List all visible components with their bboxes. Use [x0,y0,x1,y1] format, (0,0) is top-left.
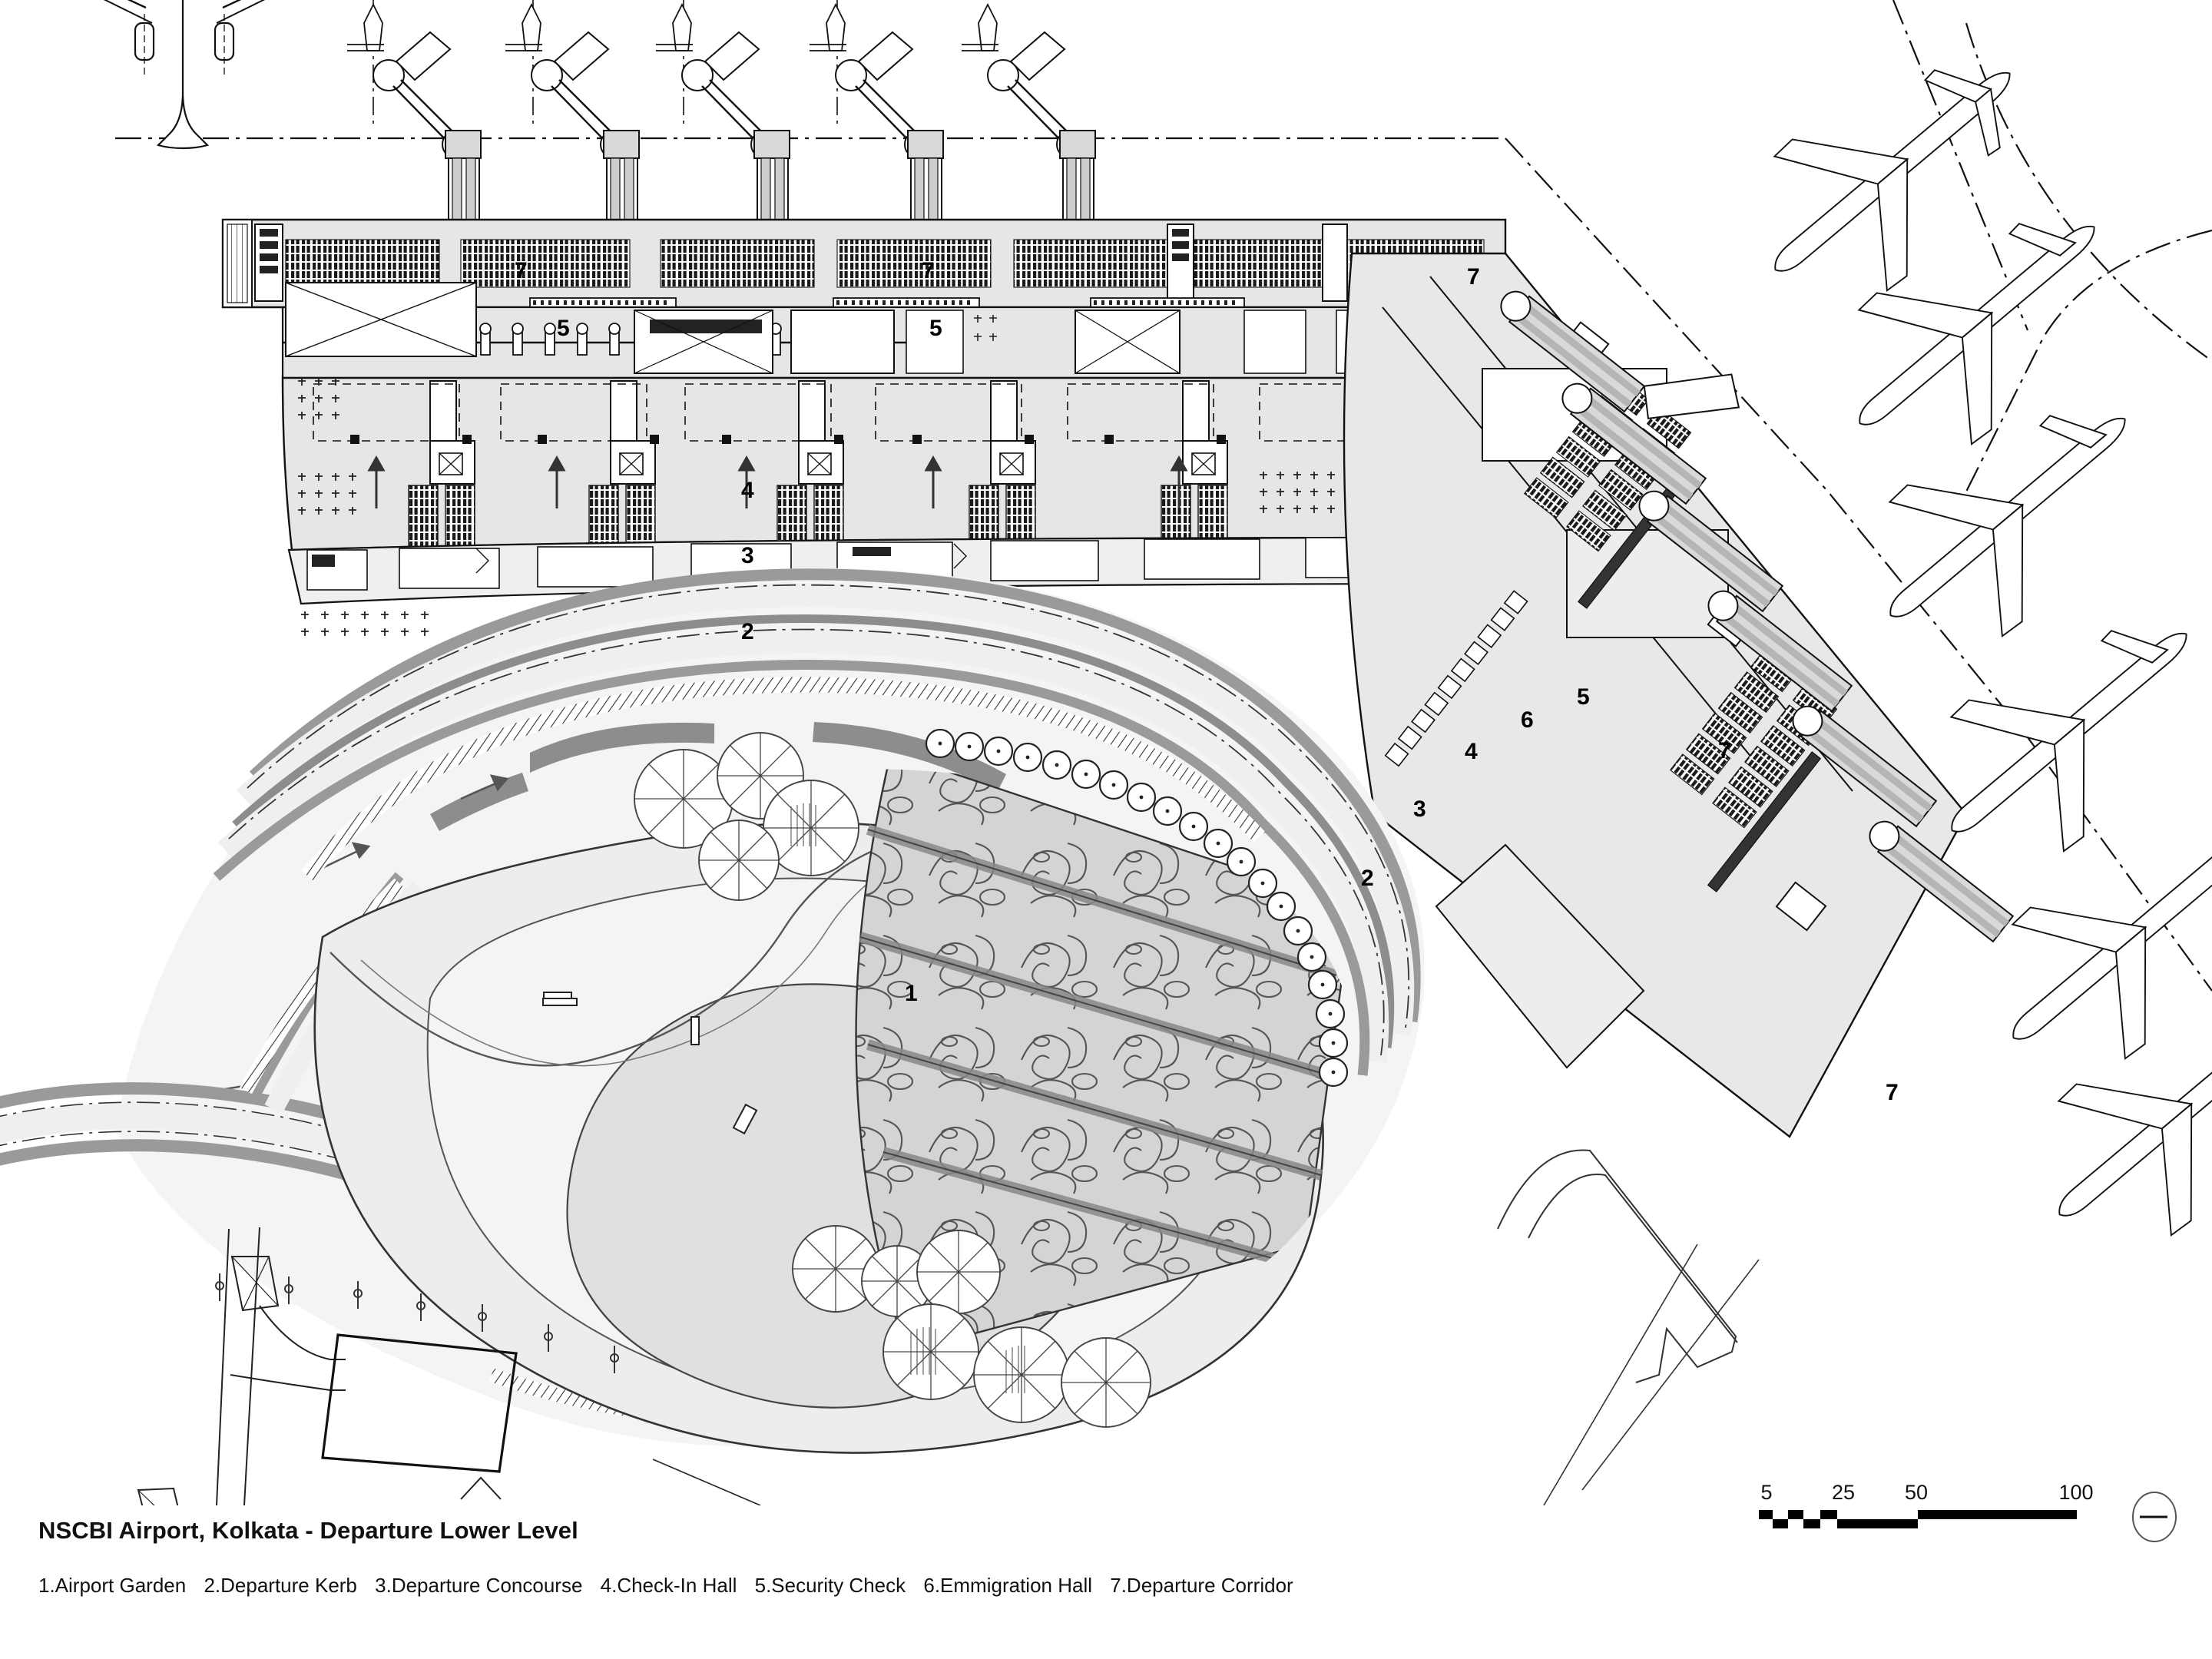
jet-bridges-top [347,0,1096,267]
legend-item-5: 5.Security Check [754,1574,906,1597]
scale-bar-blocks [1759,1510,2077,1528]
plan-number-lbl-2-kerb-r: 2 [1361,866,1374,891]
scale-tick-25: 25 [1832,1481,1855,1504]
plan-number-lbl-7-lower-r: 7 [1886,1080,1899,1105]
plan-number-lbl-7-top-mid: 7 [922,258,935,283]
north-arrow [2120,1482,2189,1555]
title-block: NSCBI Airport, Kolkata - Departure Lower… [38,1517,1498,1598]
plan-number-lbl-7-top-right: 7 [1467,264,1480,290]
service-road-bottom-right [1497,1149,1760,1505]
plan-number-lbl-1-garden: 1 [905,981,918,1006]
departure-concourse [287,536,1507,636]
plan-number-lbl-5-left: 5 [557,316,570,341]
plan-number-lbl-6-emig: 6 [1521,707,1534,733]
legend-item-1: 1.Airport Garden [38,1574,187,1597]
legend-list: 1.Airport Garden 2.Departure Kerb 3.Depa… [38,1574,1498,1598]
plan-number-labels: 7 5 7 5 7 4 3 2 1 2 3 4 6 5 7 7 [515,258,1899,1105]
floor-plan-drawing: 7 5 7 5 7 4 3 2 1 2 3 4 6 5 7 7 [0,0,2212,1505]
legend-item-4: 4.Check-In Hall [600,1574,737,1597]
plan-number-lbl-3-conc-r: 3 [1413,796,1426,822]
drawing-title: NSCBI Airport, Kolkata - Departure Lower… [38,1517,578,1544]
scale-bar: 5 25 50 100 [1759,1467,2189,1559]
legend-item-2: 2.Departure Kerb [204,1574,357,1597]
plan-number-lbl-5-right: 5 [1577,684,1590,710]
aircraft-top-apron [103,0,266,150]
plan-number-lbl-4-right: 4 [1465,739,1478,764]
plan-number-lbl-5-mid: 5 [929,316,942,341]
tree-cluster-lower [792,1225,1151,1428]
plan-number-lbl-7-top-left: 7 [515,258,528,283]
jet-bridges-right [1500,290,2015,943]
plan-number-lbl-2-kerb: 2 [741,619,754,644]
site-plan-bottom-left [137,1227,761,1505]
scale-tick-100: 100 [2058,1481,2093,1504]
airside-boundary-lines [115,0,2212,992]
plan-number-lbl-4-checkin: 4 [741,478,754,503]
check-in-hall [281,282,1507,561]
airport-garden [313,728,1353,1454]
plan-number-lbl-7-right: 7 [1718,738,1731,763]
plan-number-lbl-3-concourse: 3 [741,543,754,568]
aircraft-right-apron [1773,69,2212,1237]
legend-item-6: 6.Emmigration Hall [923,1574,1093,1597]
scale-tick-5: 5 [1760,1481,1772,1504]
legend-item-3: 3.Departure Concourse [375,1574,583,1597]
scale-tick-50: 50 [1905,1481,1928,1504]
legend-item-7: 7.Departure Corridor [1110,1574,1293,1597]
tree-cluster-upper [634,732,859,901]
